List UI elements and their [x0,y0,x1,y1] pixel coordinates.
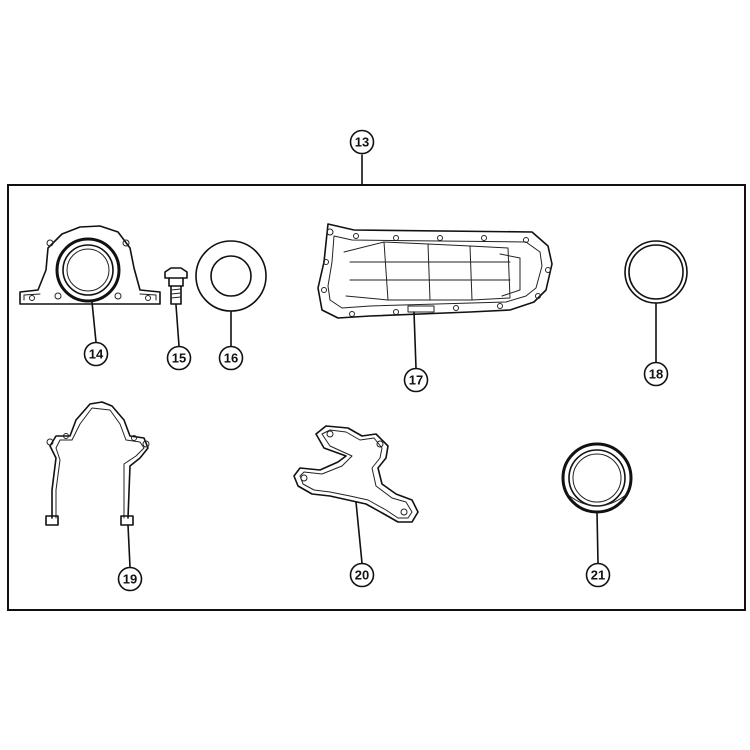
svg-text:16: 16 [224,351,238,366]
callout-17: 17 [403,311,429,393]
callout-14: 14 [83,301,109,367]
part-21-crankshaft-seal [561,442,633,514]
svg-text:19: 19 [123,572,137,587]
callout-18: 18 [643,302,669,387]
svg-text:14: 14 [89,347,104,362]
part-14-rear-seal-retainer [19,225,161,305]
callout-19: 19 [117,524,143,592]
callout-15: 15 [166,304,192,371]
part-16-seal-ring [195,240,267,312]
callout-20: 20 [349,501,375,588]
part-17-oil-pan-gasket [317,223,553,319]
svg-text:15: 15 [172,351,186,366]
part-18-o-ring [624,240,688,304]
callout-16: 16 [218,310,244,371]
kit-border [7,184,746,611]
svg-text:20: 20 [355,568,369,583]
part-20-water-pump-gasket [293,425,419,523]
svg-text:17: 17 [409,373,423,388]
callout-13: 13 [349,129,375,186]
svg-text:18: 18 [649,367,663,382]
callout-21: 21 [585,511,611,588]
svg-text:13: 13 [355,135,369,150]
part-15-bolt [164,267,188,305]
svg-text:21: 21 [591,568,605,583]
part-19-timing-cover-gasket [45,401,150,526]
